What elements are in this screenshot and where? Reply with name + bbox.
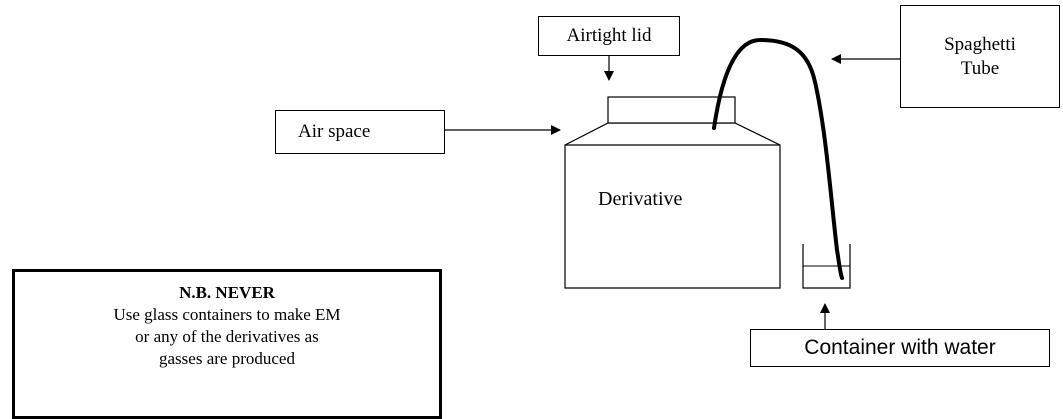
- spaghetti-tube: [712, 37, 844, 280]
- warning-title: N.B. NEVER: [179, 283, 275, 302]
- warning-line-3: gasses are produced: [159, 349, 295, 368]
- air-space-label: Air space: [275, 110, 445, 154]
- container-with-water-label: Container with water: [750, 329, 1050, 367]
- spaghetti-tube-label: Spaghetti Tube: [900, 5, 1060, 108]
- warning-line-2: or any of the derivatives as: [135, 327, 319, 346]
- airtight-lid-text: Airtight lid: [566, 25, 652, 47]
- air-space-text: Air space: [298, 121, 371, 143]
- container-with-water-text: Container with water: [804, 335, 996, 359]
- spaghetti-tube-text-line1: Spaghetti: [944, 33, 1016, 55]
- airtight-lid-label: Airtight lid: [538, 16, 680, 56]
- warning-line-1: Use glass containers to make EM: [113, 305, 341, 324]
- derivative-label: Derivative: [598, 188, 683, 210]
- spaghetti-tube-text-line2: Tube: [960, 57, 1000, 79]
- warning-box: N.B. NEVER Use glass containers to make …: [12, 269, 442, 419]
